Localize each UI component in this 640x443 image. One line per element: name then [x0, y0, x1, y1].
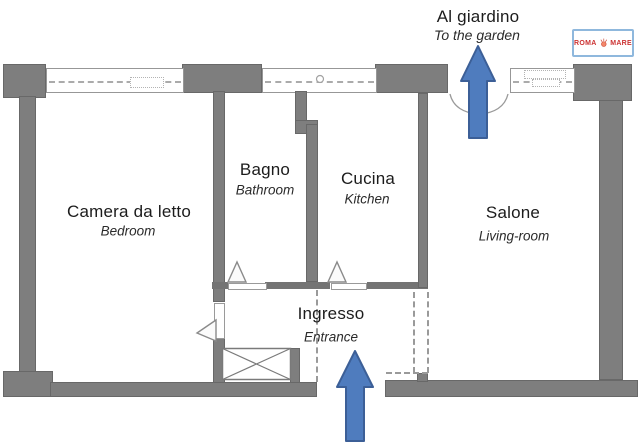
door-kitchen: [331, 283, 367, 290]
room-sub-living: Living-room: [478, 228, 550, 244]
room-sub-bedroom: Bedroom: [100, 223, 156, 239]
wall-hall-seg1: [212, 282, 228, 289]
sun-icon: [600, 38, 607, 47]
garden-label: Al giardino: [436, 7, 520, 26]
room-label-living: Salone: [485, 203, 541, 222]
garden-translation: To the garden: [434, 27, 520, 43]
closet-box: [221, 347, 292, 381]
wall-bottom-right: [385, 380, 638, 397]
room-label-bedroom: Camera da letto: [67, 202, 191, 221]
room-label-kitchen: Cucina: [340, 169, 396, 188]
dashed-line-living-left: [413, 292, 415, 373]
room-sub-entrance: Entrance: [303, 329, 359, 345]
entrance-arrow-icon: [336, 350, 374, 442]
logo-text-right: MARE: [610, 39, 632, 47]
wall-top-pier-1: [182, 64, 262, 93]
wall-top-right-block: [573, 64, 632, 101]
wall-top-pier-2: [375, 64, 448, 93]
wall-bath-kitchen-upper: [295, 91, 307, 124]
wall-entry-stub: [417, 373, 428, 382]
window-annotation: [532, 79, 560, 87]
dashed-line-entry-left: [316, 290, 318, 382]
wall-hall-seg3: [367, 282, 428, 289]
wall-closet-stub: [290, 348, 300, 383]
room-label-entrance: Ingresso: [297, 304, 365, 323]
door-bathroom: [228, 283, 267, 290]
wall-bottom-left: [50, 382, 317, 397]
door-swing-bedroom: [195, 318, 217, 343]
wall-hall-seg2: [265, 282, 330, 289]
window-annotation: [524, 70, 566, 79]
wall-kitchen-living: [418, 93, 428, 288]
dashed-line-living-right: [427, 292, 429, 373]
wall-bedroom-upper: [213, 91, 225, 302]
door-swing-kitchen: [326, 260, 348, 283]
wall-top-left-block: [3, 64, 46, 98]
garden-arrow-icon: [460, 45, 496, 139]
window-fixture: [315, 74, 325, 84]
wall-right: [599, 100, 623, 380]
wall-left: [19, 96, 36, 377]
room-sub-bathroom: Bathroom: [235, 182, 295, 198]
window-annotation: [130, 77, 164, 88]
room-sub-kitchen: Kitchen: [344, 191, 390, 207]
wall-bottom-left-block: [3, 371, 53, 397]
logo-text-left: ROMA: [574, 39, 597, 47]
room-label-bathroom: Bagno: [239, 160, 291, 179]
door-swing-bathroom: [226, 260, 248, 283]
agency-logo: ROMA MARE: [572, 29, 634, 57]
wall-bath-kitchen-lower: [306, 124, 318, 282]
dashed-line-entry-bottom: [386, 372, 428, 374]
